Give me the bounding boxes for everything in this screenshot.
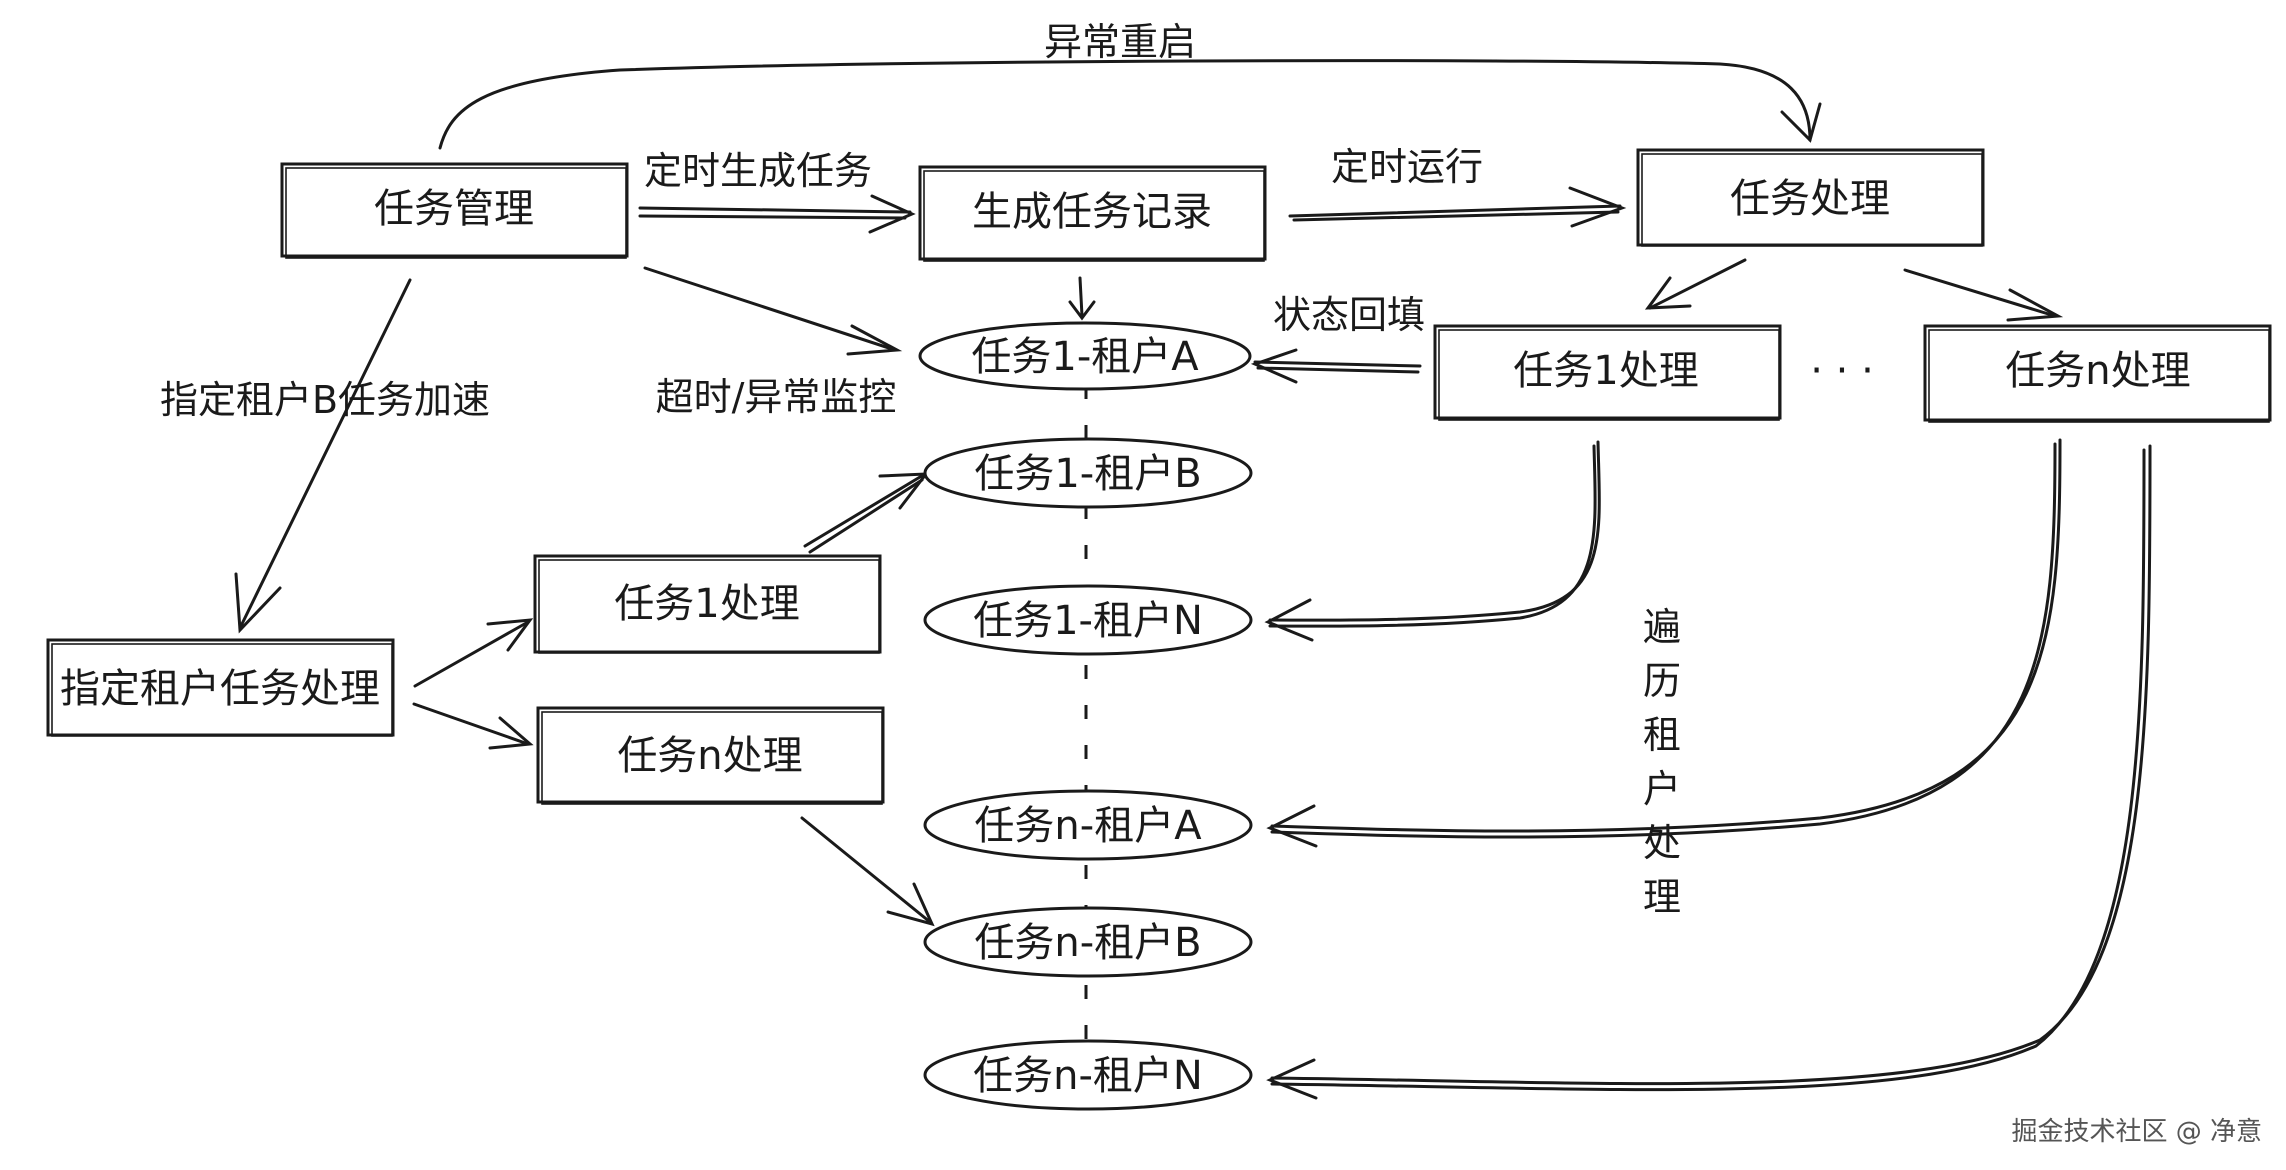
gen-record-box: 生成任务记录 xyxy=(918,165,1267,262)
leftn-to-nb-arrow xyxy=(800,816,935,927)
ellipse-taskn-tenantB-label: 任务n-租户B xyxy=(974,920,1201,966)
proc-to-task1-arrow xyxy=(1644,258,1747,310)
traverse-char: 租 xyxy=(1643,713,1681,757)
tenant-to-leftn-arrow xyxy=(412,702,534,750)
timed-run-label: 定时运行 xyxy=(1331,145,1483,189)
tenant-to-left1-arrow xyxy=(413,618,534,688)
traverse-char: 处 xyxy=(1643,821,1681,865)
status-back-arrow xyxy=(1250,348,1422,384)
ellipse-task1-tenantB: 任务1-租户B xyxy=(923,437,1253,509)
restart-label: 异常重启 xyxy=(1044,20,1196,64)
status-back-label: 状态回填 xyxy=(1273,293,1425,337)
watermark: 掘金技术社区 @ 净意 xyxy=(2011,1117,2262,1147)
traverse-char: 理 xyxy=(1643,875,1681,919)
accelerate-arrow xyxy=(234,278,412,634)
ellipse-taskn-tenantN: 任务n-租户N xyxy=(923,1039,1253,1111)
gen-record-label: 生成任务记录 xyxy=(972,189,1212,235)
ellipse-task1-tenantN-label: 任务1-租户N xyxy=(973,598,1203,644)
ellipse-task1-tenantN: 任务1-租户N xyxy=(923,584,1253,656)
ellipse-task1-tenantA-label: 任务1-租户A xyxy=(971,334,1199,380)
left-task1-proc-box: 任务1处理 xyxy=(533,554,882,654)
task-proc-box: 任务处理 xyxy=(1636,148,1985,247)
ellipse-taskn-tenantA-label: 任务n-租户A xyxy=(974,803,1202,849)
tenant-proc-label: 指定租户任务处理 xyxy=(60,666,380,712)
restart-arrow xyxy=(438,59,1822,150)
traverse-label: 遍 历 租 户 处 理 xyxy=(1643,605,1681,919)
taskn-proc-label: 任务n处理 xyxy=(2005,348,2190,394)
taskn-to-nn-arrow xyxy=(1266,444,2152,1100)
traverse-char: 历 xyxy=(1643,659,1681,703)
traverse-char: 遍 xyxy=(1643,605,1681,649)
traverse-char: 户 xyxy=(1643,767,1681,811)
left-taskn-proc-label: 任务n处理 xyxy=(617,733,802,779)
task-proc-label: 任务处理 xyxy=(1730,176,1890,222)
left1-to-1b-arrow xyxy=(803,472,930,554)
task-mgmt-label: 任务管理 xyxy=(374,186,534,232)
taskn-proc-box: 任务n处理 xyxy=(1923,324,2272,423)
left-taskn-proc-box: 任务n处理 xyxy=(536,706,885,805)
ellipse-task1-tenantB-label: 任务1-租户B xyxy=(974,451,1201,497)
task1-to-1n-arrow xyxy=(1264,440,1601,642)
task1-proc-box: 任务1处理 xyxy=(1433,324,1782,421)
monitor-arrow xyxy=(643,266,903,356)
left-task1-proc-label: 任务1处理 xyxy=(614,581,799,627)
gen-to-ellipse-arrow xyxy=(1068,276,1096,321)
tenant-proc-box: 指定租户任务处理 xyxy=(46,638,395,737)
ellipse-taskn-tenantB: 任务n-租户B xyxy=(923,906,1253,978)
ellipsis-dots: · · · xyxy=(1810,348,1874,394)
ellipse-taskn-tenantN-label: 任务n-租户N xyxy=(973,1053,1203,1099)
ellipse-taskn-tenantA: 任务n-租户A xyxy=(923,789,1253,861)
timed-gen-label: 定时生成任务 xyxy=(644,149,872,193)
accelerate-label: 指定租户B任务加速 xyxy=(160,378,490,422)
ellipse-task1-tenantA: 任务1-租户A xyxy=(918,321,1252,391)
timed-run-arrow xyxy=(1288,186,1627,228)
taskn-to-na-arrow xyxy=(1266,438,2062,848)
task1-proc-label: 任务1处理 xyxy=(1513,348,1698,394)
task-mgmt-box: 任务管理 xyxy=(280,162,629,259)
proc-to-taskn-arrow xyxy=(1903,268,2064,322)
monitor-label: 超时/异常监控 xyxy=(656,375,897,419)
timed-gen-arrow xyxy=(638,194,916,234)
